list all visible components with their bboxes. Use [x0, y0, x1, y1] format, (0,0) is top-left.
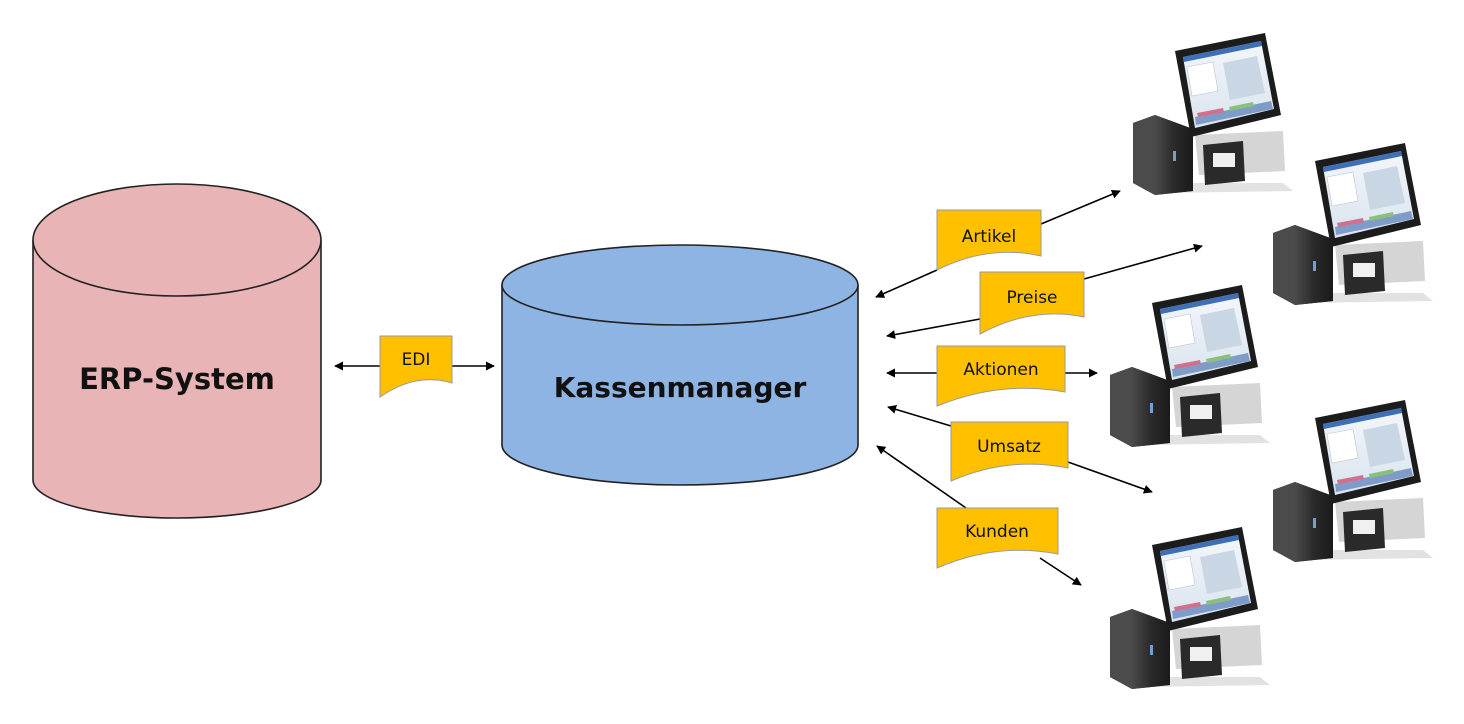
preise-label: Preise [1006, 288, 1057, 308]
edi-document: EDI [379, 335, 453, 398]
pos-terminal-icon [1109, 284, 1271, 448]
edi-label: EDI [402, 350, 431, 370]
kassenmanager-database: Kassenmanager [501, 244, 859, 486]
kunden-label: Kunden [965, 522, 1029, 542]
kunden-arrow-in [876, 445, 967, 509]
preise-arrow-in [886, 318, 981, 339]
kunden-document: Kunden [936, 507, 1059, 569]
artikel-arrow-out [1040, 189, 1121, 225]
connectors [334, 189, 1203, 586]
umsatz-document: Umsatz [950, 421, 1069, 482]
pos-terminal-icon [1272, 399, 1434, 563]
artikel-arrow-in [875, 269, 938, 298]
pos-terminal-icon [1272, 142, 1434, 306]
pos-terminal-icon [1109, 526, 1271, 690]
preise-arrow-out [1083, 243, 1203, 280]
umsatz-label: Umsatz [977, 437, 1041, 457]
kunden-arrow-out [1039, 557, 1082, 586]
aktionen-document: Aktionen [936, 345, 1066, 407]
preise-document: Preise [979, 271, 1085, 335]
erp-system-label: ERP-System [79, 362, 275, 396]
artikel-document: Artikel [936, 209, 1042, 271]
umsatz-arrow-out [1067, 461, 1153, 494]
erp-system-database: ERP-System [32, 183, 322, 519]
kassenmanager-label: Kassenmanager [554, 371, 807, 404]
umsatz-arrow-in [887, 405, 952, 427]
artikel-label: Artikel [962, 227, 1016, 247]
aktionen-label: Aktionen [963, 360, 1038, 380]
pos-terminal-icon [1132, 32, 1294, 196]
